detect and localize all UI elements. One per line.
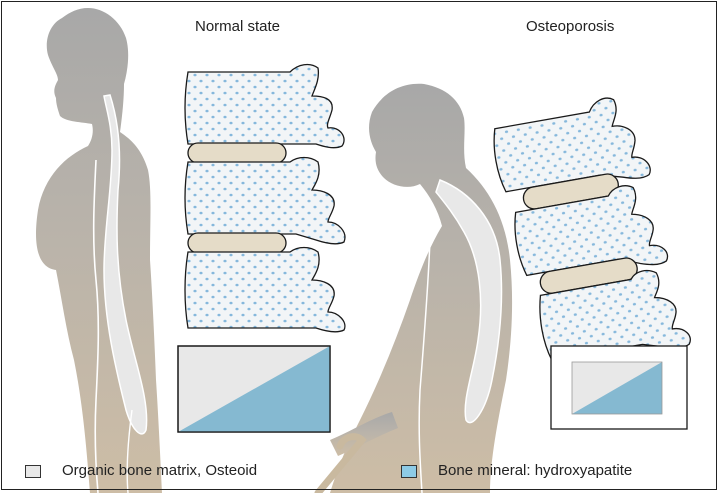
- normal-state-title: Normal state: [195, 18, 280, 35]
- legend-label-organic-matrix: Organic bone matrix, Osteoid: [62, 462, 257, 479]
- osteoporosis-title: Osteoporosis: [526, 18, 614, 35]
- legend-swatch-bone-mineral: [401, 465, 417, 478]
- legend-swatch-organic-matrix: [25, 465, 41, 478]
- legend-label-bone-mineral: Bone mineral: hydroxyapatite: [438, 462, 632, 479]
